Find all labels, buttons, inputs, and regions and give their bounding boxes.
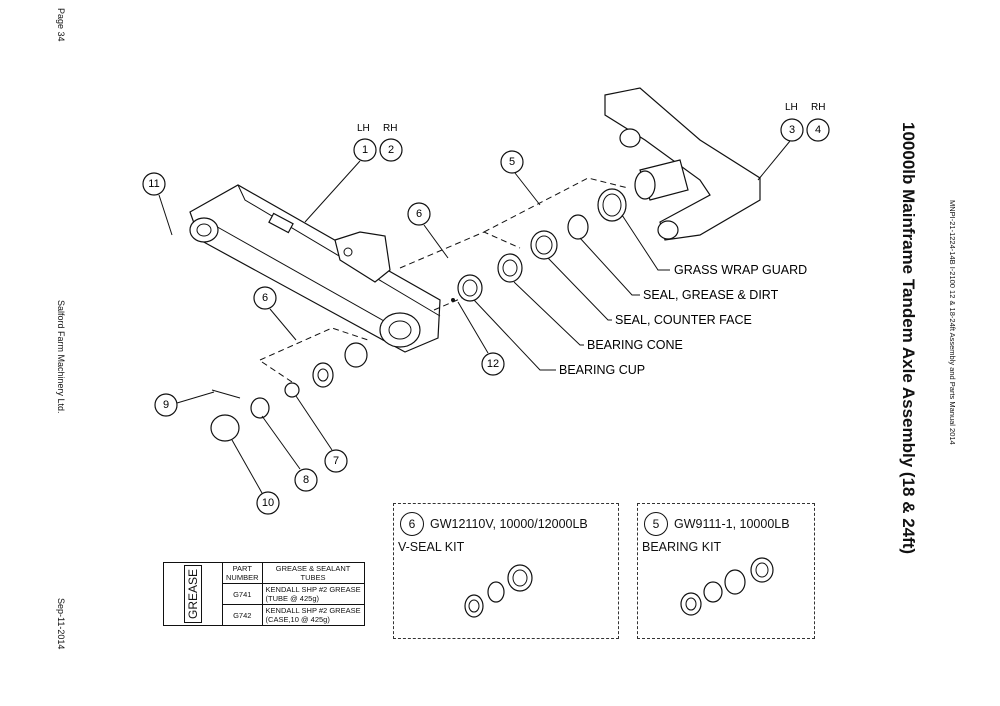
- callout-6-upper: 6: [407, 202, 449, 259]
- row-description: KENDALL SHP #2 GREASE (TUBE @ 425g): [261, 583, 365, 605]
- kit-name: BEARING KIT: [642, 540, 722, 554]
- lh-label-1: LH: [357, 123, 370, 134]
- end-parts-drawing: [210, 342, 368, 442]
- header-description: GREASE & SEALANT TUBES: [261, 562, 365, 584]
- svg-text:9: 9: [163, 399, 169, 411]
- svg-text:3: 3: [789, 124, 795, 136]
- callout-6-lower: 6: [253, 286, 297, 341]
- header-part-number: PART NUMBER: [222, 562, 263, 584]
- label-bearing-cup: BEARING CUP: [559, 363, 645, 377]
- label-seal-grease-dirt: SEAL, GREASE & DIRT: [643, 288, 779, 302]
- svg-text:1: 1: [362, 144, 368, 156]
- callout-5: 5: [500, 150, 541, 206]
- row-part-number: G742: [222, 604, 263, 626]
- callout-12: 12: [457, 301, 505, 376]
- table-row: G741 KENDALL SHP #2 GREASE (TUBE @ 425g): [164, 583, 365, 605]
- row-description: KENDALL SHP #2 GREASE (CASE,10 @ 425g): [261, 604, 365, 626]
- svg-text:8: 8: [303, 474, 309, 486]
- svg-text:6: 6: [262, 292, 268, 304]
- svg-text:6: 6: [416, 208, 422, 220]
- bearing-kit-box: 5 GW9111-1, 10000LB BEARING KIT: [637, 503, 815, 639]
- v-seal-kit-drawing: [464, 564, 533, 618]
- svg-text:4: 4: [815, 124, 821, 136]
- callout-11: 11: [142, 172, 173, 236]
- callout-1: 1: [304, 138, 377, 223]
- callout-3: 3: [757, 118, 804, 181]
- lh-label-2: LH: [785, 102, 798, 113]
- rh-label-2: RH: [811, 102, 825, 113]
- callout-2: 2: [379, 138, 403, 162]
- kit-envelope-upper: [399, 177, 629, 269]
- grease-table: GREASE PART NUMBER GREASE & SEALANT TUBE…: [162, 562, 365, 626]
- hub-parts-drawing: [451, 188, 627, 302]
- callout-9: 9: [154, 391, 215, 417]
- rh-label-1: RH: [383, 123, 397, 134]
- table-header-row: GREASE PART NUMBER GREASE & SEALANT TUBE…: [162, 562, 365, 626]
- bearing-kit-drawing: [680, 557, 774, 616]
- kit-number-circle: 6: [400, 512, 424, 536]
- svg-text:5: 5: [509, 156, 515, 168]
- table-row: G742 KENDALL SHP #2 GREASE (CASE,10 @ 42…: [164, 604, 365, 626]
- shaft-centerline: [433, 297, 463, 311]
- label-seal-counter-face: SEAL, COUNTER FACE: [615, 313, 752, 327]
- svg-text:2: 2: [388, 144, 394, 156]
- kit-part-number: GW9111-1, 10000LB: [674, 517, 790, 531]
- svg-text:12: 12: [487, 358, 499, 370]
- walking-beam-drawing: [189, 184, 441, 353]
- kit-name: V-SEAL KIT: [398, 540, 465, 554]
- kit-part-number: GW12110V, 10000/12000LB: [430, 517, 588, 531]
- callout-4: 4: [806, 118, 830, 142]
- callout-10: 10: [231, 439, 280, 515]
- svg-text:10: 10: [262, 497, 274, 509]
- grease-side-label: GREASE: [162, 562, 224, 626]
- kit-envelope-lower: [259, 327, 369, 383]
- label-bearing-cone: BEARING CONE: [587, 338, 683, 352]
- svg-text:11: 11: [148, 178, 159, 190]
- v-seal-kit-box: 6 GW12110V, 10000/12000LB V-SEAL KIT: [393, 503, 619, 639]
- kit-number-circle: 5: [644, 512, 668, 536]
- svg-text:7: 7: [333, 455, 339, 467]
- callout-8: 8: [261, 415, 318, 492]
- callout-7: 7: [295, 395, 348, 473]
- row-part-number: G741: [222, 583, 263, 605]
- spindle-bracket-drawing: [604, 87, 761, 241]
- label-grass-wrap-guard: GRASS WRAP GUARD: [674, 263, 807, 277]
